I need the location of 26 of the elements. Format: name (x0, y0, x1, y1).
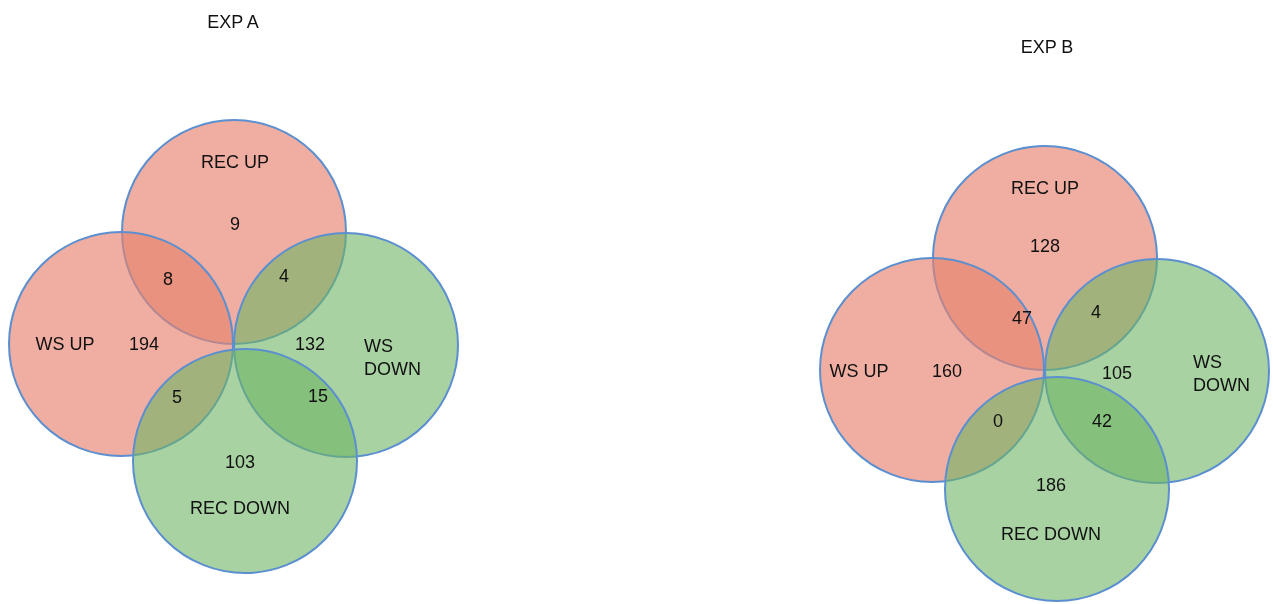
count-label: 105 (1100, 361, 1133, 385)
set-label: WS UP (34, 332, 96, 356)
set-label: WS DOWN (364, 334, 422, 380)
count-label: 128 (1028, 234, 1061, 258)
set-label: REC DOWN (189, 496, 291, 520)
set-label: WS DOWN (1193, 350, 1251, 396)
count-label: 9 (229, 212, 241, 236)
overlap-count: 47 (1012, 306, 1032, 330)
experiment-label: EXP B (1020, 35, 1074, 59)
overlap-count: 4 (1091, 300, 1101, 324)
overlap-count: 5 (172, 385, 182, 409)
set-label: REC UP (1010, 176, 1080, 200)
set-label: WS UP (828, 359, 890, 383)
set-label: REC UP (200, 150, 270, 174)
count-label: 186 (1034, 473, 1067, 497)
overlap-count: 15 (308, 384, 328, 408)
overlap-count: 8 (163, 267, 173, 291)
experiment-label: EXP A (207, 10, 259, 34)
count-label: 132 (293, 332, 326, 356)
overlap-count: 42 (1092, 409, 1112, 433)
overlap-count: 0 (993, 409, 1003, 433)
set-label: REC DOWN (1000, 522, 1102, 546)
count-label: 160 (930, 359, 963, 383)
count-label: 194 (127, 332, 160, 356)
count-label: 103 (223, 450, 256, 474)
overlap-count: 4 (279, 264, 289, 288)
